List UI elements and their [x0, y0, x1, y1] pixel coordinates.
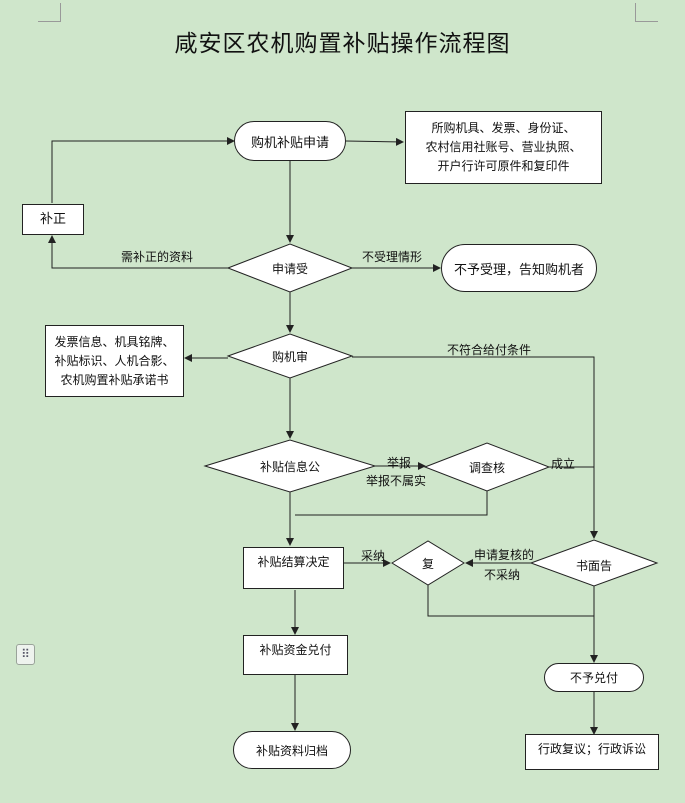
archive-node: 补贴资料归档 — [233, 731, 351, 769]
label-adopt: 采纳 — [361, 549, 386, 563]
label-report-false: 举报不属实 — [366, 474, 427, 488]
materials-line-2: 农村信用社账号、营业执照、 — [425, 140, 582, 154]
label-apply-recheck: 申请复核的 — [474, 548, 535, 562]
review-docs-line-2: 补贴标识、人机合影、 — [54, 353, 175, 368]
investigate-label: 调查核 — [468, 460, 505, 475]
label-not-accepted: 不受理情形 — [362, 250, 423, 264]
written-diamond — [529, 539, 659, 587]
materials-line-1: 所购机具、发票、身份证、 — [431, 121, 576, 135]
payment-box: 补贴资金兑付 — [243, 635, 348, 675]
materials-line-3: 开户行许可原件和复印件 — [437, 159, 570, 173]
decision-box: 补贴结算决定 — [243, 547, 344, 589]
supplement-box: 补正 — [22, 204, 84, 235]
page-title: 咸安区农机购置补贴操作流程图 — [174, 31, 511, 57]
appeal-box: 行政复议；行政诉讼 — [525, 734, 659, 770]
apply-node: 购机补贴申请 — [234, 121, 346, 161]
drag-handle-icon[interactable]: ⠿ — [16, 644, 35, 665]
review-label: 购机审 — [271, 349, 308, 364]
recheck-label: 复 — [421, 556, 434, 571]
review-docs-box: 发票信息、机具铭牌、 补贴标识、人机合影、 农机购置补贴承诺书 — [45, 325, 184, 397]
review-docs-line-1: 发票信息、机具铭牌、 — [54, 334, 175, 349]
no-pay-node: 不予兑付 — [544, 663, 644, 692]
page-corner-mark-left — [38, 3, 61, 22]
materials-box: 所购机具、发票、身份证、 农村信用社账号、营业执照、 开户行许可原件和复印件 — [405, 111, 602, 184]
page-corner-mark-right — [635, 3, 658, 22]
reject-node: 不予受理，告知购机者 — [441, 244, 597, 292]
label-need-supplement: 需补正的资料 — [121, 250, 194, 264]
label-report: 举报 — [387, 456, 412, 470]
review-diamond — [226, 333, 354, 379]
label-established: 成立 — [551, 457, 576, 471]
label-not-qualified: 不符合给付条件 — [447, 343, 532, 357]
recheck-diamond — [391, 540, 465, 586]
publicity-label: 补贴信息公 — [259, 459, 320, 474]
written-label: 书面告 — [575, 558, 612, 573]
label-not-adopt: 不采纳 — [484, 568, 521, 582]
accept-label: 申请受 — [271, 261, 308, 276]
review-docs-line-3: 农机购置补贴承诺书 — [60, 372, 169, 387]
